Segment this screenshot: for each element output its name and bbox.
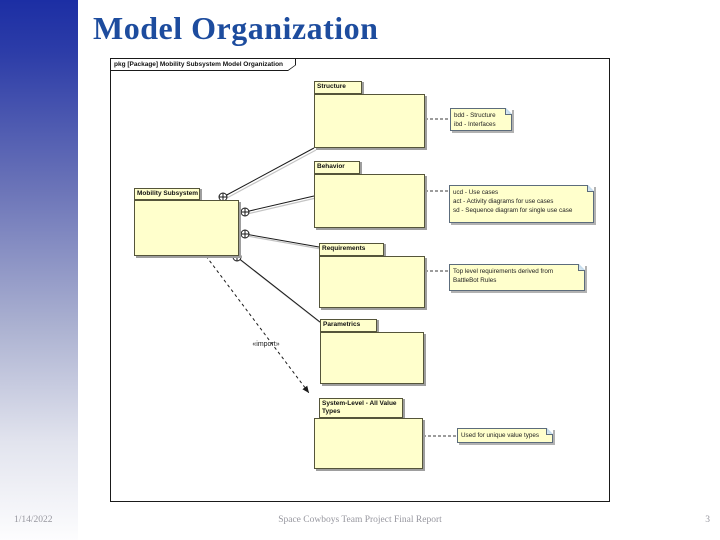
note-line: Used for unique value types: [461, 432, 540, 439]
package-tab-behavior: Behavior: [314, 161, 360, 174]
note-fold-corner-icon: [587, 185, 594, 192]
note-value-types-usage: Used for unique value types: [457, 428, 553, 443]
package-tab-system-level-value-types: System-Level - All Value Types: [319, 398, 403, 418]
package-body-behavior: [314, 174, 425, 228]
package-tab-requirements: Requirements: [319, 243, 384, 256]
containment-line-structure: [222, 147, 315, 198]
containment-line-parametrics: [236, 256, 321, 323]
note-line: Top level requirements derived from: [453, 268, 554, 275]
containment-line-requirements: [244, 233, 320, 248]
footer-date: 1/14/2022: [14, 515, 53, 525]
note-line: bdd - Structure: [454, 112, 496, 119]
containment-circle-icons: [218, 192, 250, 262]
footer-title: Space Cowboys Team Project Final Report: [278, 515, 442, 525]
package-tab-structure: Structure: [314, 81, 362, 94]
note-line: ibd - Interfaces: [454, 121, 496, 128]
note-line: sd - Sequence diagram for single use cas…: [453, 207, 573, 214]
package-body-structure: [314, 94, 425, 148]
note-line: ucd - Use cases: [453, 189, 499, 196]
note-fold-corner-icon: [546, 428, 553, 435]
slide-footer: 1/14/2022 Space Cowboys Team Project Fin…: [0, 513, 720, 533]
import-edge-label: «import»: [252, 341, 279, 348]
diagram-frame-header: pkg [Package] Mobility Subsystem Model O…: [110, 58, 296, 71]
note-anchor-lines: [423, 118, 457, 437]
note-requirements-source: Top level requirements derived from Batt…: [449, 264, 585, 291]
containment-line-shadows: [224, 149, 323, 325]
package-body-mobility-subsystem: [134, 200, 239, 256]
package-body-system-level-value-types: [314, 418, 423, 469]
containment-line-behavior: [244, 195, 315, 213]
diagram-frame-label: pkg [Package] Mobility Subsystem Model O…: [111, 59, 295, 70]
page-title: Model Organization: [93, 10, 379, 46]
footer-page-number: 3: [705, 515, 710, 525]
note-structure-diagrams: bdd - Structure ibd - Interfaces: [450, 108, 512, 131]
note-fold-corner-icon: [578, 264, 585, 271]
containment-lines: [222, 147, 321, 323]
note-behavior-diagrams: ucd - Use cases act - Activity diagrams …: [449, 185, 594, 223]
note-fold-corner-icon: [505, 108, 512, 115]
package-tab-mobility-subsystem: Mobility Subsystem: [134, 188, 200, 200]
package-tab-parametrics: Parametrics: [320, 319, 377, 332]
left-gradient-bar: [0, 0, 78, 540]
diagram-connectors: «import»: [205, 118, 457, 437]
note-line: BattleBot Rules: [453, 277, 497, 284]
package-body-parametrics: [320, 332, 424, 384]
package-body-requirements: [319, 256, 425, 308]
note-line: act - Activity diagrams for use cases: [453, 198, 554, 205]
import-dependency-arrow: [205, 255, 310, 394]
diagram-frame: «import» pkg [Package] Mobility Subsyste…: [110, 58, 610, 502]
